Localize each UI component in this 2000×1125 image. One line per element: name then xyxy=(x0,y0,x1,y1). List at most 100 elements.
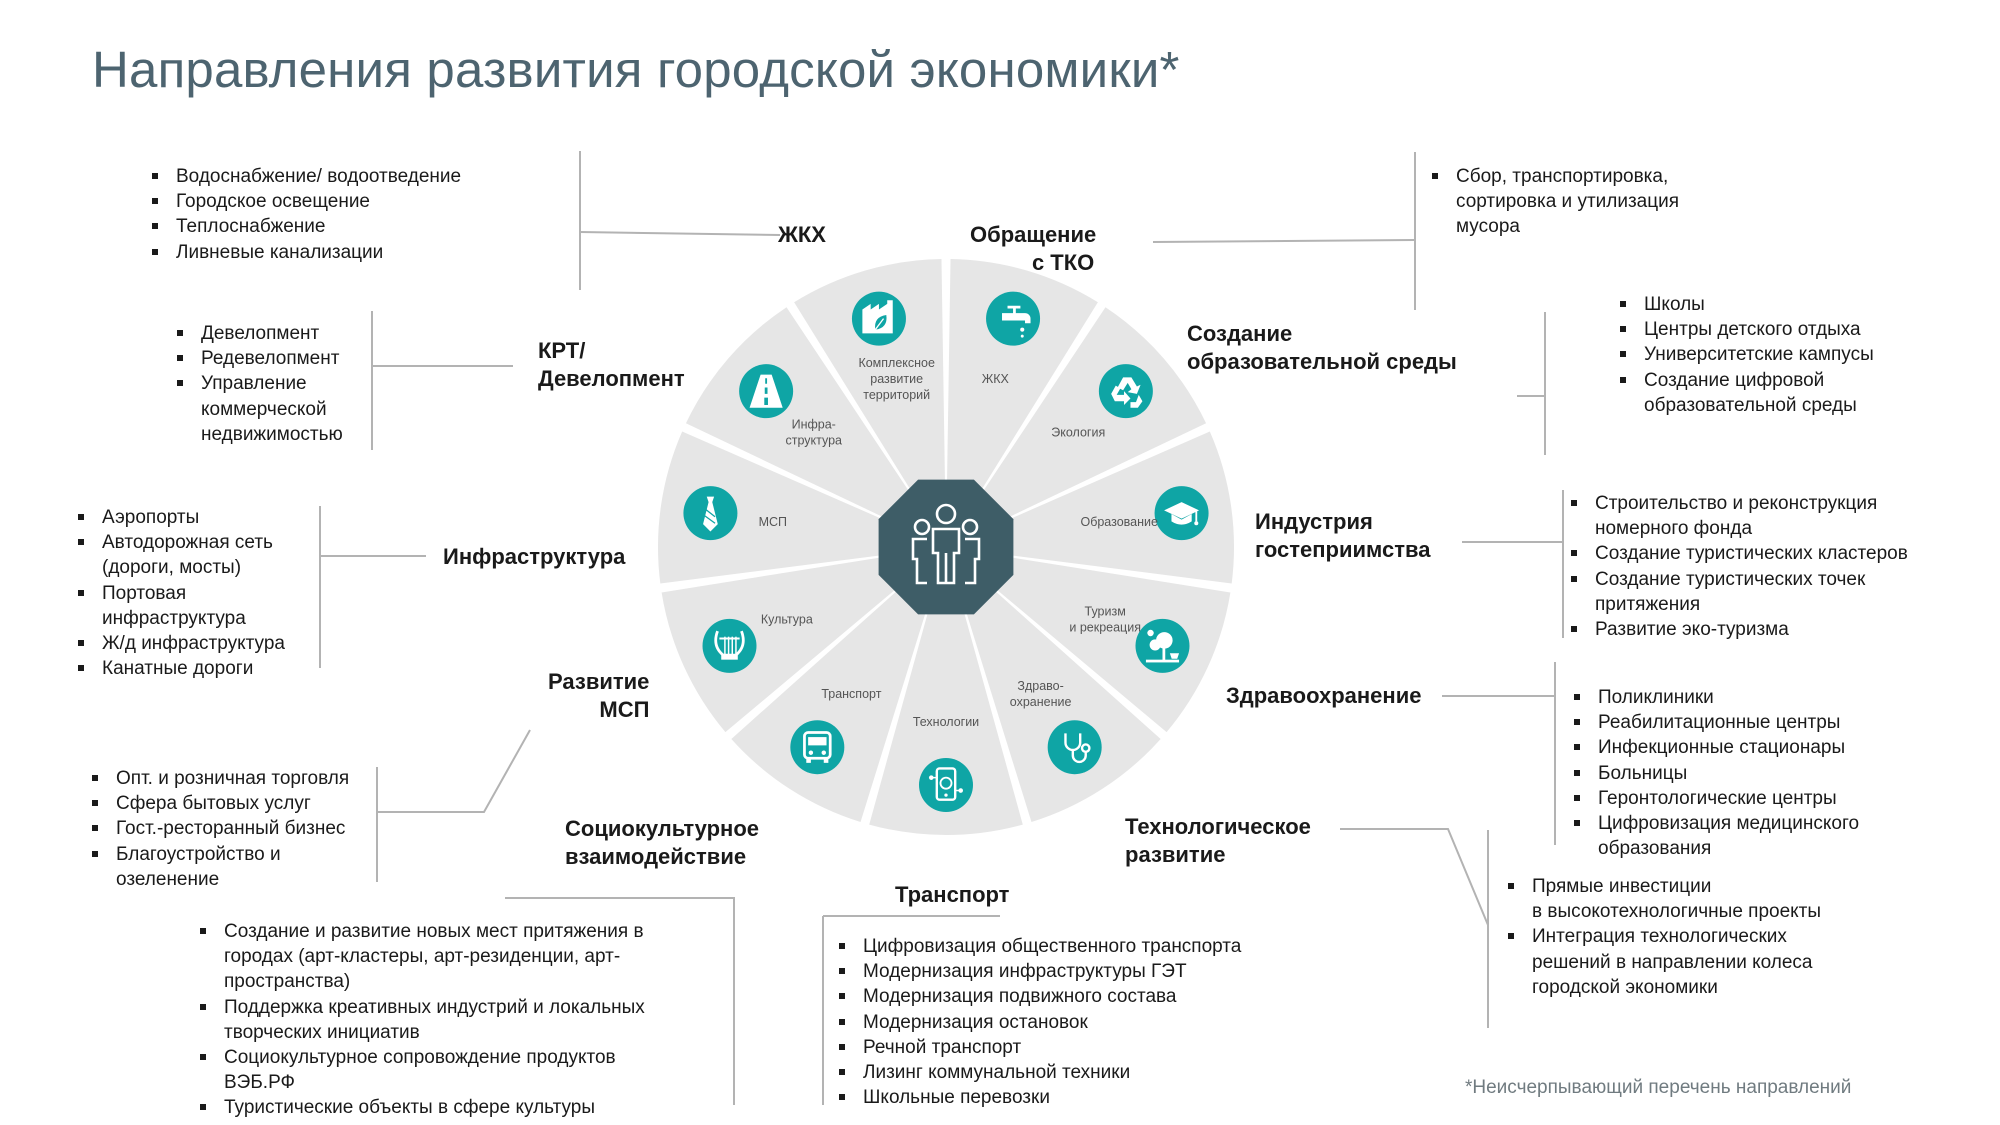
beach-tree-icon xyxy=(1135,618,1190,673)
list-item: Сбор, транспортировка, сортировка и утил… xyxy=(1429,164,1679,240)
list-item: Модернизация подвижного состава xyxy=(836,984,1241,1009)
factory-leaf-icon xyxy=(851,291,906,346)
list-zhkh: Водоснабжение/ водоотведение Городское о… xyxy=(149,164,461,265)
lyre-icon xyxy=(702,618,757,673)
list-item: Редевелопмент xyxy=(174,346,343,371)
direction-title-krt: КРТ/ Девелопмент xyxy=(538,338,685,391)
graduation-cap-icon xyxy=(1154,486,1209,541)
list-health: Поликлиники Реабилитационные центры Инфе… xyxy=(1571,685,1859,861)
list-item: Сфера бытовых услуг xyxy=(89,791,349,816)
necktie-icon xyxy=(683,486,738,541)
list-transport: Цифровизация общественного транспорта Мо… xyxy=(836,934,1241,1110)
list-item: Центры детского отдыха xyxy=(1617,317,1874,342)
connector-lines xyxy=(319,151,1564,1105)
list-item: Водоснабжение/ водоотведение xyxy=(149,164,461,189)
list-socio: Создание и развитие новых мест притяжени… xyxy=(197,919,645,1121)
list-item: Портовая инфраструктура xyxy=(75,581,285,631)
list-item: Ливневые канализации xyxy=(149,240,461,265)
list-item: Университетские кампусы xyxy=(1617,342,1874,367)
stethoscope-icon xyxy=(1047,720,1102,775)
bus-icon xyxy=(790,720,845,775)
list-item: Инфекционные стационары xyxy=(1571,735,1859,760)
list-item: Автодорожная сеть (дороги, мосты) xyxy=(75,530,285,580)
wheel-sector-label-health: Здраво-охранение xyxy=(1010,679,1072,709)
list-item: Строительство и реконструкция номерного … xyxy=(1568,491,1908,541)
wheel-sector-label-edu: Образование xyxy=(1080,515,1158,529)
wheel-sector-label-zhkh: ЖКХ xyxy=(982,372,1010,386)
wheel-sector-infra xyxy=(685,307,913,522)
list-item: Девелопмент xyxy=(174,321,343,346)
list-item: Благоустройство и озеленение xyxy=(89,842,349,892)
list-item: Больницы xyxy=(1571,761,1859,786)
list-item: Прямые инвестиции в высокотехнологичные … xyxy=(1505,874,1821,924)
list-item: Создание цифровой образовательной среды xyxy=(1617,368,1874,418)
road-icon xyxy=(739,364,794,419)
list-item: Школы xyxy=(1617,292,1874,317)
list-item: Городское освещение xyxy=(149,189,461,214)
list-item: Опт. и розничная торговля xyxy=(89,766,349,791)
direction-title-tko: Обращение с ТКО xyxy=(970,222,1097,275)
wheel-hub xyxy=(878,479,1014,615)
list-tko: Сбор, транспортировка, сортировка и утил… xyxy=(1429,164,1679,240)
list-item: Создание туристических точек притяжения xyxy=(1568,567,1908,617)
direction-title-socio: Социокультурное взаимодействие xyxy=(565,816,760,869)
list-item: Модернизация инфраструктуры ГЭТ xyxy=(836,959,1241,984)
list-item: Речной транспорт xyxy=(836,1035,1241,1060)
wheel-sector-zhkh xyxy=(946,259,1098,497)
list-item: Управление коммерческой недвижимостью xyxy=(174,371,343,447)
list-item: Модернизация остановок xyxy=(836,1010,1241,1035)
wheel-sector-label-infra: Инфра-структура xyxy=(785,417,842,447)
wheel-center xyxy=(878,479,1014,615)
list-item: Лизинг коммунальной техники xyxy=(836,1060,1241,1085)
direction-title-transport: Транспорт xyxy=(895,882,1010,907)
wheel-sectors xyxy=(658,259,1234,835)
direction-title-zhkh: ЖКХ xyxy=(778,222,826,247)
list-item: Теплоснабжение xyxy=(149,214,461,239)
wheel-sector-krt xyxy=(794,259,946,497)
list-edu: Школы Центры детского отдыха Университет… xyxy=(1617,292,1874,418)
list-item: Социокультурное сопровождение продуктов … xyxy=(197,1045,645,1095)
people-group-icon xyxy=(911,503,981,585)
list-item: Создание и развитие новых мест притяжени… xyxy=(197,919,645,995)
list-item: Поддержка креативных индустрий и локальн… xyxy=(197,995,645,1045)
list-item: Аэропорты xyxy=(75,505,285,530)
recycle-icon xyxy=(1098,364,1153,419)
list-item: Поликлиники xyxy=(1571,685,1859,710)
list-item: Цифровизация общественного транспорта xyxy=(836,934,1241,959)
direction-title-tour: Индустрия гостеприимства xyxy=(1255,509,1431,562)
list-tech: Прямые инвестиции в высокотехнологичные … xyxy=(1505,874,1821,1000)
page-title: Направления развития городской экономики… xyxy=(92,41,1180,98)
wheel-sector-label-eco: Экология xyxy=(1051,425,1105,439)
wheel-sector-icons xyxy=(683,291,1209,812)
list-item: Развитие эко-туризма xyxy=(1568,617,1908,642)
list-item: Туристические объекты в сфере культуры xyxy=(197,1095,645,1120)
wheel-sector-tour xyxy=(991,556,1231,733)
list-item: Школьные перевозки xyxy=(836,1085,1241,1110)
list-tour: Строительство и реконструкция номерного … xyxy=(1568,491,1908,642)
wheel-sector-label-transport: Транспорт xyxy=(821,687,881,701)
wheel-sector-label-msp: МСП xyxy=(759,515,787,529)
wheel-sector-culture xyxy=(661,556,901,733)
wheel-sector-transport xyxy=(731,586,929,823)
direction-title-edu: Создание образовательной среды xyxy=(1187,321,1457,374)
wheel-sector-edu xyxy=(1000,431,1234,584)
wheel-sector-tech xyxy=(869,604,1023,835)
smartphone-icon xyxy=(919,758,973,812)
list-krt: Девелопмент Редевелопмент Управление ком… xyxy=(174,321,343,447)
list-item: Канатные дороги xyxy=(75,656,285,681)
list-item: Реабилитационные центры xyxy=(1571,710,1859,735)
list-item: Гост.-ресторанный бизнес xyxy=(89,816,349,841)
list-item: Ж/д инфраструктура xyxy=(75,631,285,656)
list-item: Создание туристических кластеров xyxy=(1568,541,1908,566)
list-infra: Аэропорты Автодорожная сеть (дороги, мос… xyxy=(75,505,285,681)
footnote: *Неисчерпывающий перечень направлений xyxy=(1465,1077,1852,1098)
direction-title-health: Здравоохранение xyxy=(1226,683,1422,708)
wheel-sector-label-tech: Технологии xyxy=(913,715,979,729)
direction-title-tech: Технологическое развитие xyxy=(1125,814,1311,867)
wheel-sector-health xyxy=(963,586,1161,823)
list-msp: Опт. и розничная торговля Сфера бытовых … xyxy=(89,766,349,892)
